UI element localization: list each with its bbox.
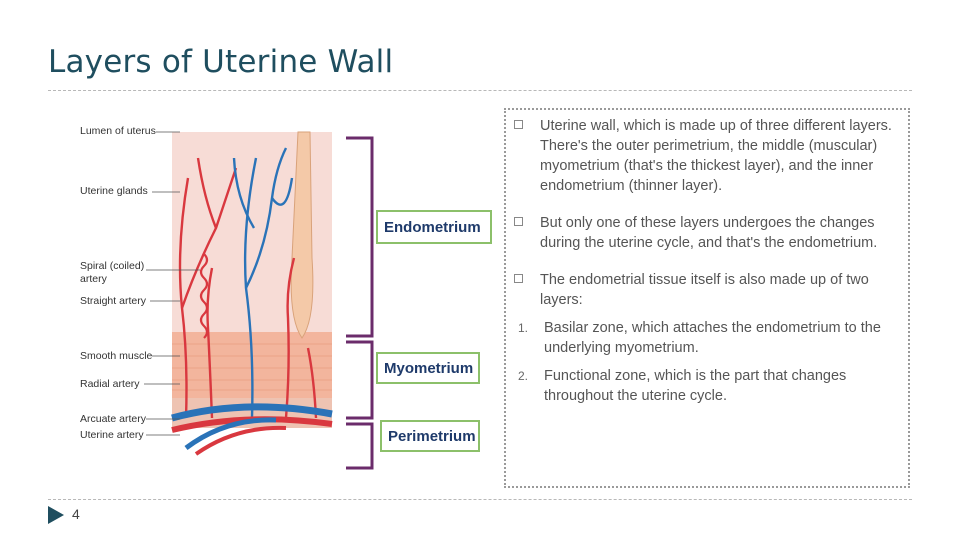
play-triangle-icon bbox=[48, 506, 64, 524]
label-uterine-artery: Uterine artery bbox=[80, 429, 144, 441]
numbered-text: Basilar zone, which attaches the endomet… bbox=[544, 320, 881, 356]
label-straight-artery: Straight artery bbox=[80, 295, 146, 307]
label-spiral-artery-line2: artery bbox=[80, 273, 107, 285]
label-lumen-of-uterus: Lumen of uterus bbox=[80, 125, 156, 137]
label-smooth-muscle: Smooth muscle bbox=[80, 350, 152, 362]
layer-myometrium: Myometrium bbox=[376, 352, 480, 384]
list-number: 1. bbox=[518, 318, 528, 338]
layer-endometrium: Endometrium bbox=[376, 210, 492, 244]
numbered-item: 1. Basilar zone, which attaches the endo… bbox=[514, 318, 898, 358]
numbered-item: 2. Functional zone, which is the part th… bbox=[514, 366, 898, 406]
bullet-text: Uterine wall, which is made up of three … bbox=[540, 118, 892, 194]
list-number: 2. bbox=[518, 366, 528, 386]
bullet-item: The endometrial tissue itself is also ma… bbox=[514, 270, 898, 310]
title-divider bbox=[48, 90, 912, 91]
numbered-text: Functional zone, which is the part that … bbox=[544, 368, 846, 404]
content-textbox: Uterine wall, which is made up of three … bbox=[504, 108, 910, 488]
checkbox-bullet-icon bbox=[514, 274, 523, 283]
uterine-wall-figure: Lumen of uterus Uterine glands Spiral (c… bbox=[76, 118, 506, 478]
footer-divider bbox=[48, 499, 912, 500]
layer-perimetrium: Perimetrium bbox=[380, 420, 480, 452]
bullet-text: But only one of these layers undergoes t… bbox=[540, 215, 877, 251]
bullet-item: Uterine wall, which is made up of three … bbox=[514, 116, 898, 196]
checkbox-bullet-icon bbox=[514, 217, 523, 226]
bullet-item: But only one of these layers undergoes t… bbox=[514, 213, 898, 253]
label-radial-artery: Radial artery bbox=[80, 378, 140, 390]
label-uterine-glands: Uterine glands bbox=[80, 185, 148, 197]
checkbox-bullet-icon bbox=[514, 120, 523, 129]
label-arcuate-artery: Arcuate artery bbox=[80, 413, 146, 425]
label-spiral-artery: Spiral (coiled) bbox=[80, 260, 144, 272]
slide-title: Layers of Uterine Wall bbox=[48, 44, 393, 80]
page-number: 4 bbox=[72, 506, 80, 522]
bullet-text: The endometrial tissue itself is also ma… bbox=[540, 272, 869, 308]
